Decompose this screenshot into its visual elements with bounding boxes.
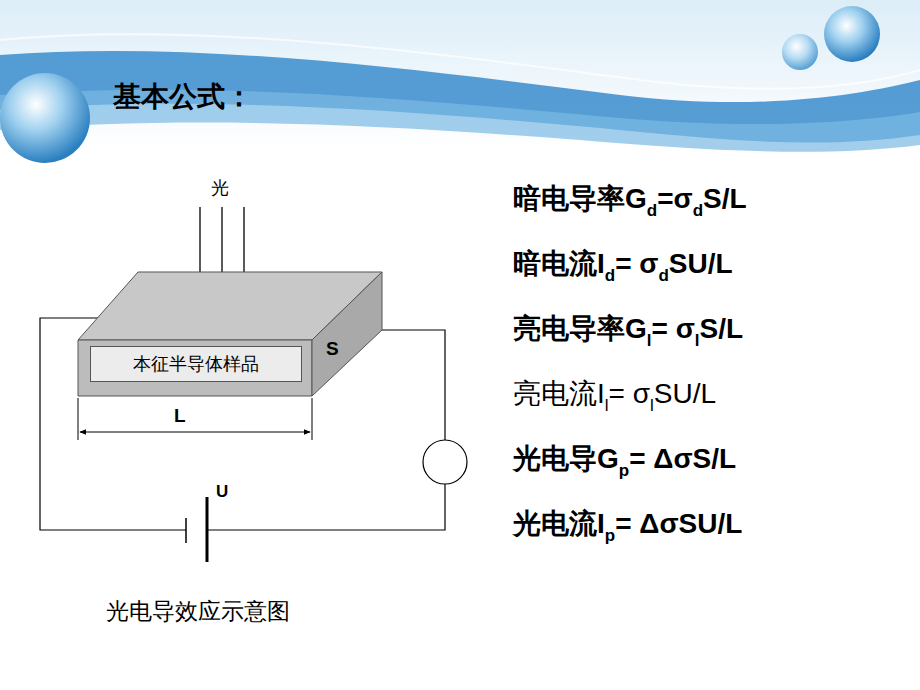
node-text: 本征半导体样品	[133, 352, 259, 376]
formula: 暗电导率Gd=σdS/L	[513, 180, 747, 218]
formula: 光电流Ip= ΔσSU/L	[513, 505, 742, 543]
battery-symbol	[186, 497, 207, 562]
light-label: 光	[211, 176, 229, 200]
formula: 亮电导率Gl= σlS/L	[513, 310, 743, 348]
circuit-wires	[40, 318, 445, 530]
formula: 亮电流Il= σlSU/L	[513, 375, 716, 413]
formula: 暗电流Id= σdSU/L	[513, 245, 733, 283]
area-label: S	[326, 338, 339, 360]
header-band	[0, 0, 920, 163]
voltage-label: U	[216, 482, 228, 502]
meter-symbol	[423, 440, 467, 484]
length-label: L	[174, 405, 186, 427]
sample-label-box: 本征半导体样品	[90, 346, 302, 382]
figure-caption: 光电导效应示意图	[106, 596, 290, 627]
semiconductor-slab	[78, 272, 382, 396]
formula: 光电导Gp= ΔσS/L	[513, 440, 736, 478]
slide-title: 基本公式：	[113, 78, 253, 116]
length-dimension	[78, 398, 312, 440]
